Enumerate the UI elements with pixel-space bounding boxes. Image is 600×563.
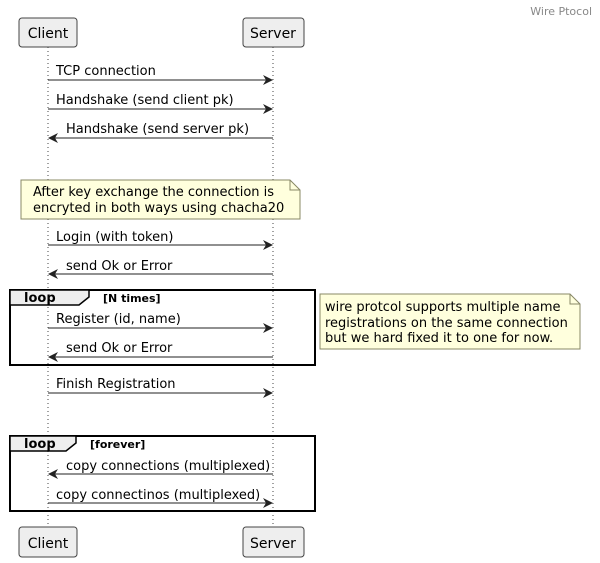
participant-server-top: Server bbox=[242, 17, 305, 48]
message-label-ok-2: send Ok or Error bbox=[66, 341, 173, 356]
message-label-handshake-client: Handshake (send client pk) bbox=[56, 93, 234, 108]
note-encryption: After key exchange the connection is enc… bbox=[20, 179, 301, 220]
participant-server-bottom: Server bbox=[242, 526, 305, 558]
message-label-ok-1: send Ok or Error bbox=[66, 259, 173, 274]
participant-client-label: Client bbox=[28, 26, 69, 42]
participant-client-top: Client bbox=[18, 17, 78, 48]
message-label-finish: Finish Registration bbox=[56, 377, 176, 392]
diagram-title: Wire Ptocol bbox=[530, 5, 592, 18]
loop-forever-label: loop bbox=[24, 437, 56, 452]
message-label-handshake-server: Handshake (send server pk) bbox=[66, 122, 249, 137]
note-registrations-line-3: but we hard fixed it to one for now. bbox=[325, 331, 553, 346]
message-label-copy-2: copy connectinos (multiplexed) bbox=[56, 488, 260, 503]
note-encryption-line-1: After key exchange the connection is bbox=[33, 185, 274, 200]
loop-n-times: loop [N times] bbox=[9, 289, 316, 366]
loop-forever-condition: [forever] bbox=[90, 438, 145, 451]
message-label-register: Register (id, name) bbox=[56, 312, 181, 327]
participant-client-bottom: Client bbox=[18, 526, 78, 558]
message-label-login: Login (with token) bbox=[56, 230, 173, 245]
note-encryption-line-2: encryted in both ways using chacha20 bbox=[33, 201, 284, 216]
loop-forever: loop [forever] bbox=[9, 435, 316, 512]
note-registrations-line-2: registrations on the same connection bbox=[325, 316, 568, 331]
participant-client-label-bottom: Client bbox=[28, 536, 69, 552]
message-label-tcp: TCP connection bbox=[55, 64, 156, 79]
participant-server-label-bottom: Server bbox=[250, 536, 296, 552]
participant-server-label: Server bbox=[250, 26, 296, 42]
loop-n-times-condition: [N times] bbox=[103, 292, 161, 305]
note-registrations-line-1: wire protcol supports multiple name bbox=[325, 300, 561, 315]
note-registrations: wire protcol supports multiple name regi… bbox=[319, 293, 581, 350]
loop-n-times-label: loop bbox=[24, 291, 56, 306]
message-label-copy-1: copy connections (multiplexed) bbox=[66, 459, 270, 474]
